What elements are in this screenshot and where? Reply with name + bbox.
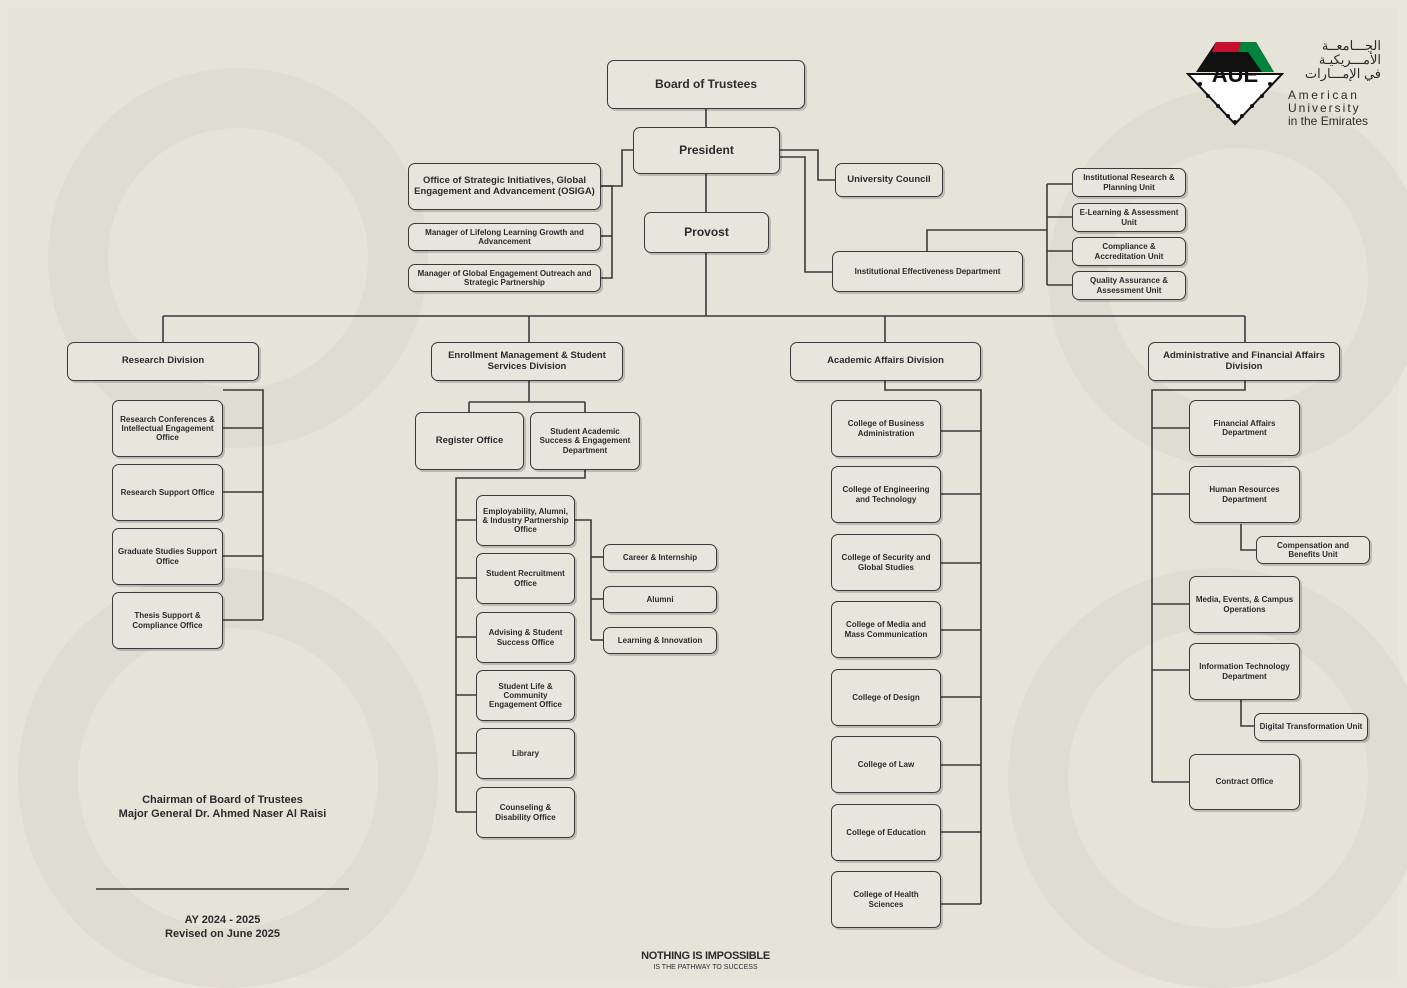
logo-english-line: University <box>1288 101 1361 115</box>
digital-transformation-box: Digital Transformation Unit <box>1254 713 1368 741</box>
provost-box: Provost <box>644 212 769 253</box>
ied-unit-box: Compliance & Accreditation Unit <box>1072 237 1186 266</box>
college-box: College of Law <box>831 736 941 793</box>
enrollment-division-box: Enrollment Management & Student Services… <box>431 342 623 381</box>
enrollment-office-box: Advising & Student Success Office <box>476 612 575 663</box>
ied-unit-box: E-Learning & Assessment Unit <box>1072 203 1186 232</box>
global-engagement-manager-box: Manager of Global Engagement Outreach an… <box>408 264 601 292</box>
admin-division-box: Administrative and Financial Affairs Div… <box>1148 342 1340 381</box>
university-council-box: University Council <box>835 163 943 197</box>
enrollment-office-box: Student Life & Community Engagement Offi… <box>476 670 575 721</box>
chairman-title: Chairman of Board of Trustees <box>142 794 303 806</box>
register-office-box: Register Office <box>415 412 524 470</box>
research-office-box: Research Support Office <box>112 464 223 521</box>
slogan: NOTHING IS IMPOSSIBLE <box>641 950 770 962</box>
lifelong-learning-manager-box: Manager of Lifelong Learning Growth and … <box>408 223 601 251</box>
college-box: College of Engineering and Technology <box>831 466 941 523</box>
admin-department-box: Human Resources Department <box>1189 466 1300 523</box>
admin-department-box: Media, Events, & Campus Operations <box>1189 576 1300 633</box>
slogan-subtitle: IS THE PATHWAY TO SUCCESS <box>653 964 758 971</box>
compensation-unit-box: Compensation and Benefits Unit <box>1256 536 1370 564</box>
aue-logo: AUE الجـــامعــة الأمـــريكيـة في الإمــ… <box>1186 38 1386 138</box>
alumni-box: Alumni <box>603 586 717 613</box>
chairman-name: Major General Dr. Ahmed Naser Al Raisi <box>118 808 327 820</box>
career-internship-box: Career & Internship <box>603 544 717 571</box>
enrollment-office-box: Student Recruitment Office <box>476 553 575 604</box>
research-office-box: Research Conferences & Intellectual Enga… <box>112 400 223 457</box>
college-box: College of Health Sciences <box>831 871 941 928</box>
institutional-effectiveness-box: Institutional Effectiveness Department <box>832 251 1023 292</box>
contract-office-box: Contract Office <box>1189 754 1300 810</box>
logo-english-line: in the Emirates <box>1288 114 1369 128</box>
logo-arabic-line: الأمـــريكيـة <box>1318 52 1381 67</box>
admin-department-box: Information Technology Department <box>1189 643 1300 700</box>
revised-date: Revised on June 2025 <box>165 928 280 940</box>
academic-year: AY 2024 - 2025 <box>184 914 261 926</box>
president-box: President <box>633 127 780 174</box>
osiga-box: Office of Strategic Initiatives, Global … <box>408 163 601 210</box>
college-box: College of Media and Mass Communication <box>831 601 941 658</box>
research-division-box: Research Division <box>67 342 259 381</box>
research-office-box: Graduate Studies Support Office <box>112 528 223 585</box>
aue-emblem-icon: AUE <box>1186 42 1284 126</box>
library-box: Library <box>476 728 575 779</box>
logo-arabic-line: الجـــامعــة <box>1321 38 1381 53</box>
board-of-trustees-box: Board of Trustees <box>607 60 805 109</box>
student-academic-success-box: Student Academic Success & Engagement De… <box>530 412 640 470</box>
college-box: College of Design <box>831 669 941 726</box>
academic-division-box: Academic Affairs Division <box>790 342 981 381</box>
logo-english-line: American <box>1288 88 1360 102</box>
logo-abbreviation: AUE <box>1212 62 1258 87</box>
college-box: College of Education <box>831 804 941 861</box>
research-office-box: Thesis Support & Compliance Office <box>112 592 223 649</box>
admin-department-box: Financial Affairs Department <box>1189 400 1300 456</box>
ied-unit-box: Quality Assurance & Assessment Unit <box>1072 271 1186 300</box>
learning-innovation-box: Learning & Innovation <box>603 627 717 654</box>
college-box: College of Business Administration <box>831 400 941 457</box>
ied-unit-box: Institutional Research & Planning Unit <box>1072 168 1186 197</box>
college-box: College of Security and Global Studies <box>831 534 941 591</box>
enrollment-office-box: Counseling & Disability Office <box>476 787 575 838</box>
logo-arabic-line: في الإمـــارات <box>1304 66 1381 81</box>
enrollment-office-box: Employability, Alumni, & Industry Partne… <box>476 495 575 546</box>
